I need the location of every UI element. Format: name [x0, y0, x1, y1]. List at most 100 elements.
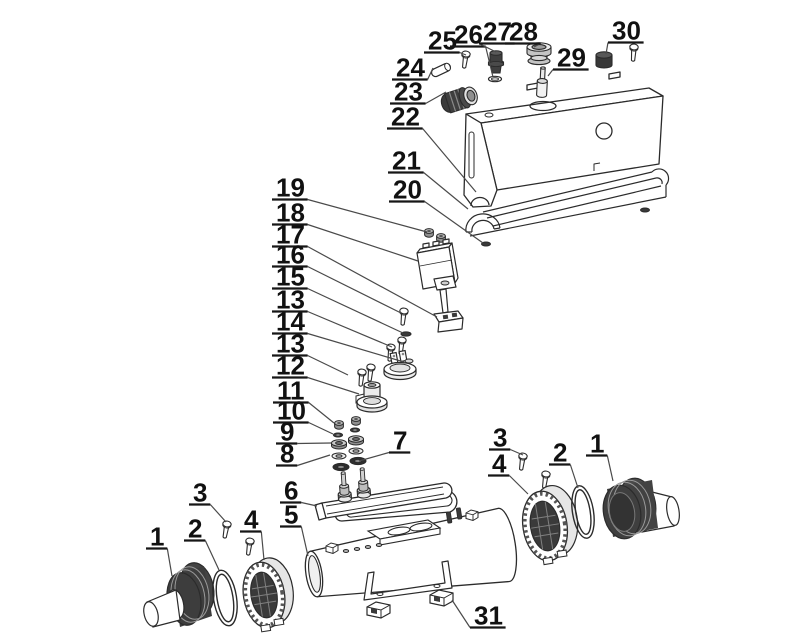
leader-line: [422, 128, 477, 193]
part-number-label: 2: [188, 514, 202, 544]
callout-15-15: 15: [272, 262, 404, 334]
part-21-gasket-rail: [465, 168, 670, 237]
leader-line: [297, 442, 332, 445]
callout-22-2: 22: [387, 102, 477, 193]
callout-13-18: 13: [272, 329, 349, 376]
part-9-nuts: [331, 435, 364, 450]
leader-line: [307, 198, 428, 233]
part-number-label: 18: [276, 198, 305, 228]
part-number-label: 5: [284, 500, 298, 530]
leader-line: [307, 354, 349, 376]
part-17-sensor-mount: [433, 275, 464, 333]
part-24-pin: [430, 62, 452, 78]
leader-line: [508, 475, 529, 495]
leader-line: [308, 421, 334, 435]
leader-line: [260, 531, 265, 561]
part-number-label: 30: [612, 16, 641, 46]
leader-line: [358, 451, 390, 462]
part-1-union-tailpiece-left: [143, 562, 215, 628]
part-29-sensor: [536, 66, 548, 98]
part-number-label: 15: [276, 262, 305, 292]
callout-24-0: 24: [392, 53, 434, 83]
tube-clip: [465, 509, 479, 521]
callout-27-7: 27: [478, 17, 515, 53]
leader-line: [166, 548, 173, 577]
leader-line: [606, 455, 614, 482]
leader-line: [510, 448, 524, 456]
part-1-union-tailpiece-right: [602, 477, 680, 540]
callout-2-28: 2: [184, 514, 220, 571]
part-16-screw: [397, 307, 410, 327]
part-number-label: 16: [276, 240, 305, 270]
callout-18-12: 18: [272, 198, 419, 262]
part-22-control-box-cover: [463, 71, 664, 208]
part-3-screw-left: [243, 536, 256, 557]
callout-19-11: 19: [272, 173, 428, 233]
leader-line: [424, 201, 484, 244]
leader-line: [307, 287, 404, 334]
part-number-label: 13: [276, 285, 305, 315]
callout-28-8: 28: [505, 17, 541, 48]
callout-1-30: 1: [146, 522, 173, 577]
part-number-label: 23: [394, 77, 423, 107]
part-6-heating-element: [314, 466, 458, 522]
callout-29-9: 29: [547, 43, 589, 77]
part-2-o-ring-left: [212, 569, 238, 627]
leader-line: [307, 265, 402, 314]
part-12-bushing: [355, 381, 388, 413]
callout-7-24: 7: [358, 426, 411, 462]
part-20-cover-screws: [481, 207, 650, 247]
tube-clip: [325, 542, 339, 554]
callout-30-10: 30: [605, 16, 644, 55]
leader-line: [297, 454, 331, 467]
callout-25-5: 25: [424, 26, 467, 56]
part-number-label: 14: [276, 307, 305, 337]
leader-line: [427, 67, 434, 80]
part-15-seal: [400, 331, 412, 337]
callout-11-20: 11: [273, 376, 335, 424]
part-number-label: 2: [553, 438, 567, 468]
part-13-screw: [364, 363, 377, 383]
leader-line: [307, 376, 360, 395]
part-number-label: 22: [391, 102, 420, 132]
callout-3-27: 3: [189, 478, 227, 523]
part-number-label: 10: [277, 396, 306, 426]
leader-line: [307, 310, 393, 348]
part-10-washers: [332, 427, 361, 438]
leader-line: [478, 42, 497, 53]
callout-5-26: 5: [280, 500, 309, 557]
cover-screw-right: [628, 43, 639, 63]
tube-terminal-screws: [445, 507, 463, 524]
tube-bracket: [363, 560, 453, 601]
part-number-label: 19: [276, 173, 305, 203]
leader-line: [547, 69, 554, 77]
callout-9-22: 9: [276, 417, 332, 447]
part-number-label: 24: [396, 53, 425, 83]
callout-4-29: 4: [240, 505, 265, 561]
part-number-label: 4: [244, 505, 259, 535]
leader-line: [485, 46, 494, 78]
part-11-nuts: [334, 416, 361, 430]
leader-line: [307, 332, 405, 363]
part-number-label: 25: [428, 26, 457, 56]
callout-17-13: 17: [272, 220, 438, 318]
callout-8-23: 8: [276, 439, 331, 469]
callout-13-16: 13: [272, 285, 393, 348]
callout-20-4: 20: [389, 175, 484, 244]
part-number-label: 31: [474, 601, 503, 631]
part-number-label: 1: [150, 522, 164, 552]
leader-line: [423, 172, 469, 210]
leader-line: [209, 504, 227, 523]
callout-3-31: 3: [489, 423, 524, 456]
part-number-label: 21: [392, 146, 421, 176]
leader-line: [308, 402, 335, 424]
part-5-heater-housing: [304, 507, 518, 601]
leader-line: [459, 51, 467, 56]
leader-line: [605, 42, 609, 55]
part-number-label: 29: [557, 43, 586, 73]
callout-10-21: 10: [273, 396, 334, 435]
part-number-label: 28: [509, 17, 538, 47]
callout-4-32: 4: [488, 449, 529, 495]
part-number-label: 20: [393, 175, 422, 205]
